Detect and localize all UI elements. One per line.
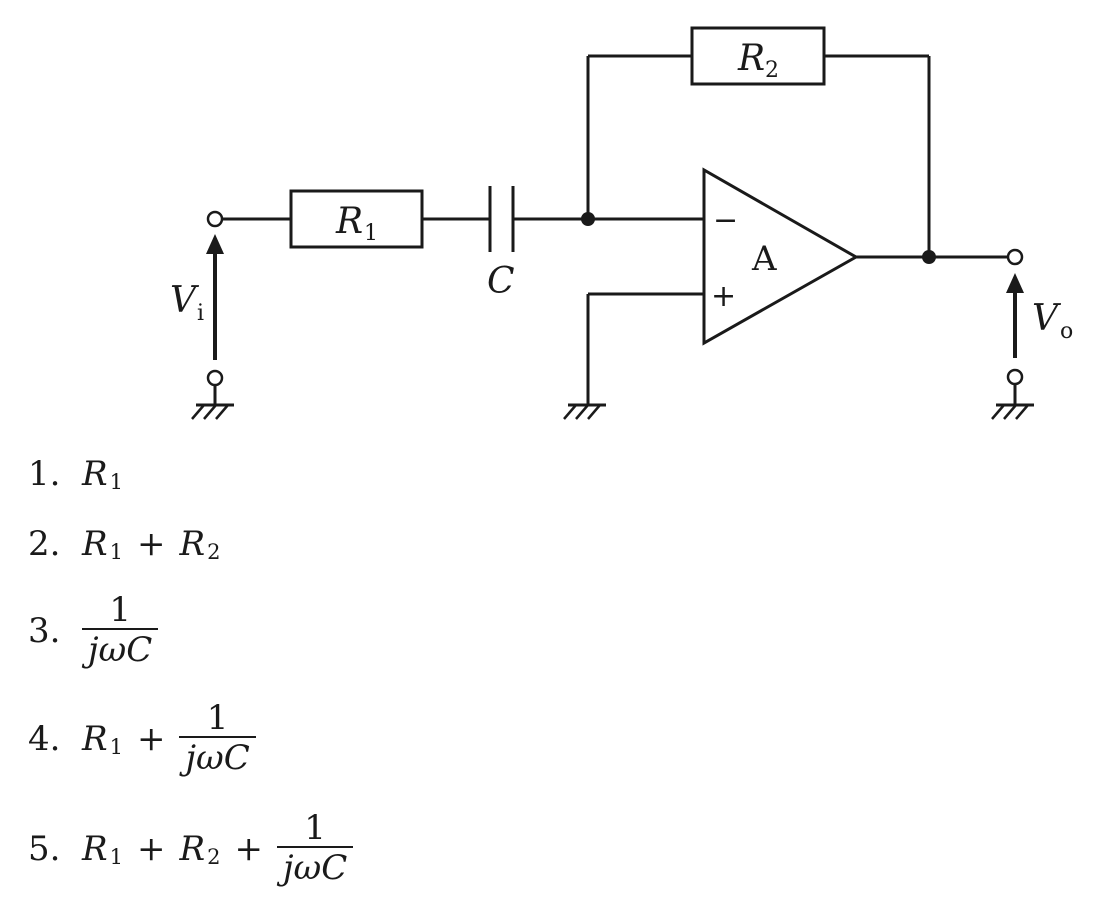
option-3[interactable]: 3. 1 jωC	[28, 590, 159, 670]
r2-symbol: R	[179, 829, 206, 869]
r1-subscript: 1	[364, 221, 378, 246]
fraction: 1 jωC	[276, 808, 354, 888]
r2-symbol: R	[179, 524, 206, 564]
input-ground-terminal	[206, 369, 224, 387]
r1-symbol: R	[335, 201, 363, 242]
capacitor-c: C	[487, 186, 515, 302]
plus-operator: +	[234, 829, 263, 869]
option-number: 2.	[28, 524, 61, 564]
ground-symbol-opamp	[563, 403, 606, 420]
r1-symbol: R	[82, 719, 108, 759]
fraction: 1 jωC	[179, 698, 256, 778]
r2-subscript: 2	[207, 540, 221, 564]
option-expression: 1 jωC	[82, 590, 159, 670]
r1-subscript: 1	[109, 540, 123, 564]
plus-operator: +	[136, 719, 166, 759]
input-wiring	[222, 54, 1008, 405]
r1-subscript: 1	[109, 735, 123, 759]
op-amp: − + A	[702, 167, 860, 346]
output-voltage-arrow: V o	[1006, 273, 1073, 358]
fraction-numerator: 1	[109, 590, 131, 630]
output-ground-terminal	[1006, 368, 1024, 386]
r1-subscript: 1	[109, 470, 123, 494]
fraction: 1 jωC	[82, 590, 159, 670]
amp-label: A	[751, 239, 777, 279]
input-terminal	[206, 210, 224, 228]
vi-symbol: V	[170, 280, 200, 321]
r2-symbol: R	[737, 38, 765, 79]
r1-subscript: 1	[109, 845, 123, 869]
r1-symbol: R	[82, 829, 108, 869]
plus-operator: +	[136, 524, 166, 564]
junction-node-output	[922, 250, 936, 264]
vo-symbol: V	[1032, 298, 1062, 339]
option-number: 5.	[28, 829, 61, 869]
vi-subscript: i	[197, 301, 204, 326]
fraction-numerator: 1	[304, 808, 326, 848]
noninverting-input-sign: +	[711, 279, 736, 314]
r2-subscript: 2	[207, 845, 221, 869]
plus-operator: +	[136, 829, 166, 869]
junction-node-inverting	[581, 212, 595, 226]
resistor-r1: R 1	[289, 189, 424, 249]
vo-subscript: o	[1060, 319, 1073, 344]
ground-symbol-output	[991, 384, 1034, 420]
circuit-diagram: R 1 C R 2 − + A	[170, 26, 1073, 420]
fraction-numerator: 1	[206, 698, 229, 738]
r1-symbol: R	[82, 524, 108, 564]
option-number: 1.	[28, 454, 61, 494]
option-number: 3.	[28, 611, 61, 651]
r1-symbol: R	[82, 454, 108, 494]
input-voltage-arrow: V i	[170, 234, 224, 360]
fraction-denominator: jωC	[88, 630, 153, 670]
ground-symbol-input	[191, 385, 234, 420]
resistor-r2: R 2	[690, 26, 826, 86]
option-number: 4.	[28, 719, 61, 759]
fraction-bar	[276, 846, 354, 848]
fraction-bar	[82, 628, 159, 630]
fraction-denominator: jωC	[185, 738, 250, 778]
output-terminal	[1006, 248, 1024, 266]
r2-subscript: 2	[765, 58, 779, 83]
fraction-denominator: jωC	[282, 848, 348, 888]
c-symbol: C	[487, 261, 515, 302]
fraction-bar	[179, 736, 256, 738]
inverting-input-sign: −	[713, 203, 738, 238]
